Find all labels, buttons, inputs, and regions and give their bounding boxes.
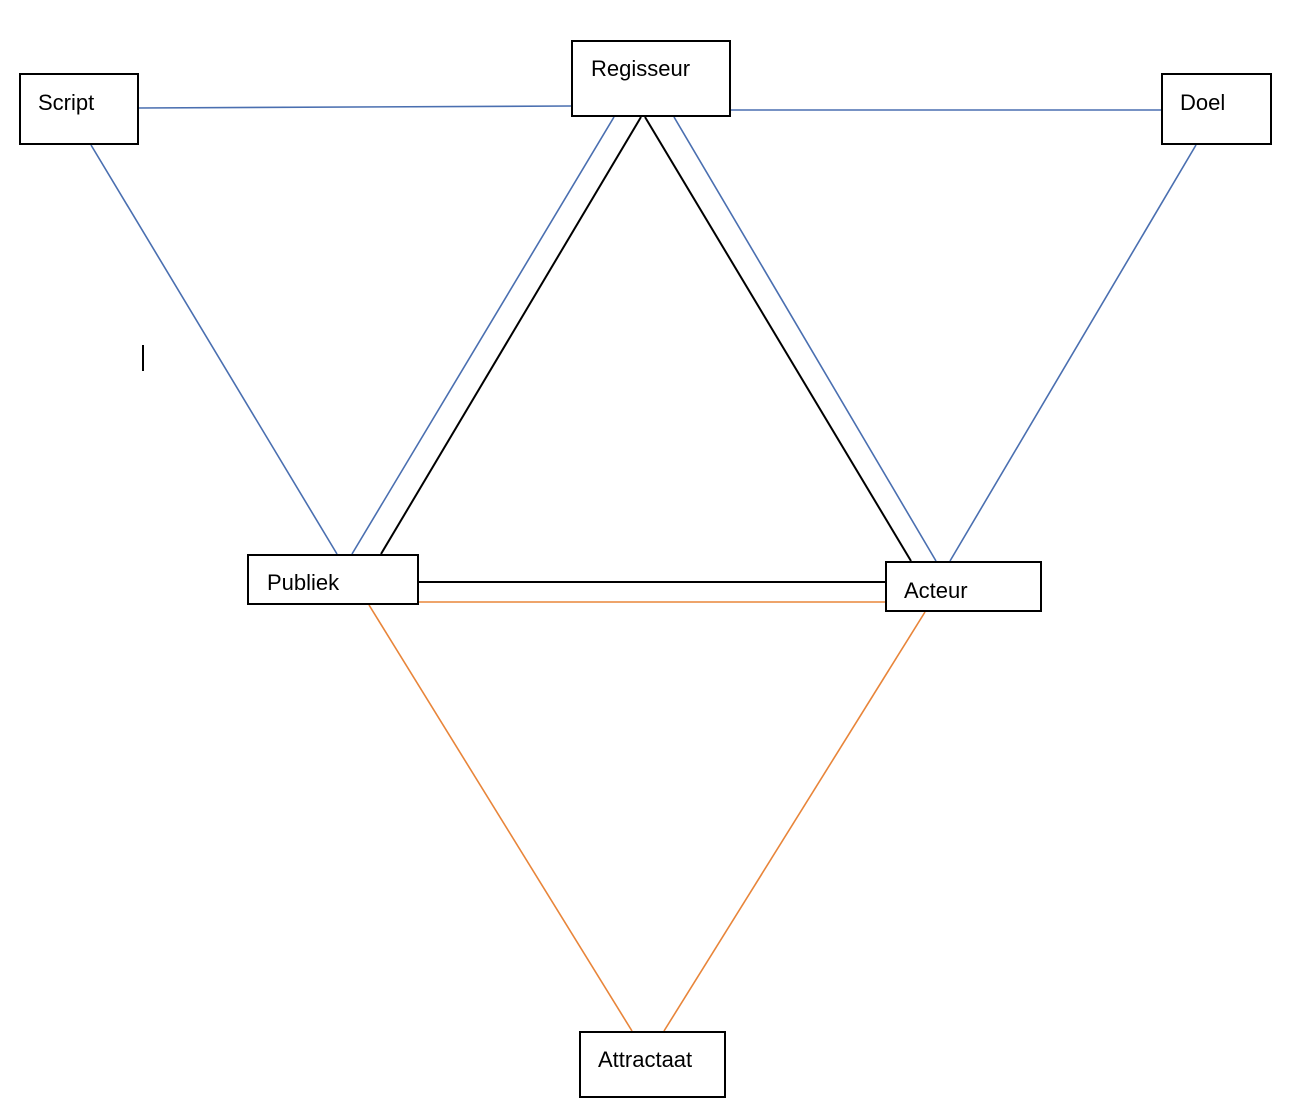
node-script-label: Script xyxy=(38,90,95,115)
edge-regisseur-publiek-black xyxy=(380,116,642,555)
node-acteur[interactable]: Acteur xyxy=(885,561,1042,612)
node-acteur-label: Acteur xyxy=(904,578,968,603)
node-script[interactable]: Script xyxy=(19,73,139,145)
node-attractaat[interactable]: Attractaat xyxy=(579,1031,726,1098)
edge-regisseur-publiek-blue xyxy=(351,116,615,555)
edge-script-regisseur-blue xyxy=(137,105,572,109)
edge-doel-acteur-blue xyxy=(949,144,1197,562)
node-regisseur-label: Regisseur xyxy=(591,56,691,81)
node-publiek-label: Publiek xyxy=(267,570,340,595)
node-doel-label: Doel xyxy=(1180,90,1226,115)
edge-acteur-attractaat-orange xyxy=(663,611,926,1032)
node-regisseur[interactable]: Regisseur xyxy=(571,40,731,117)
node-publiek[interactable]: Publiek xyxy=(247,554,419,605)
edge-publiek-attractaat-orange xyxy=(368,604,633,1032)
node-attractaat-label: Attractaat xyxy=(598,1047,693,1072)
edge-regisseur-acteur-blue xyxy=(673,116,937,562)
edge-script-publiek-blue xyxy=(90,144,338,555)
node-doel[interactable]: Doel xyxy=(1161,73,1272,145)
edge-regisseur-acteur-black xyxy=(644,116,912,562)
edges-layer xyxy=(90,105,1197,1032)
text-cursor xyxy=(142,345,144,371)
